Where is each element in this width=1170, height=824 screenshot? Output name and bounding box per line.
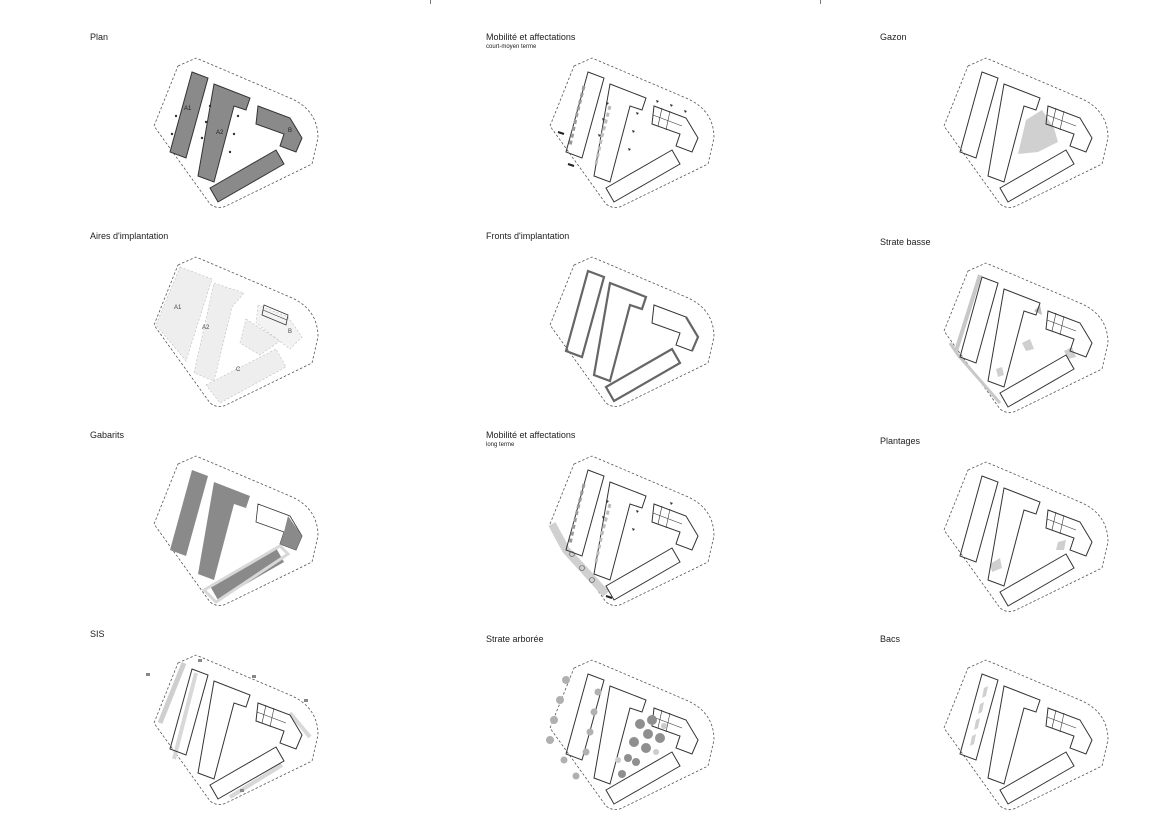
panel-mobilite-court: Mobilité et affectations court-moyen ter… [486,32,816,222]
svg-text:C: C [236,367,241,373]
panel-title: SIS [90,629,105,639]
panel-title: Plan [90,32,109,42]
mobilite-court-map [536,46,736,216]
panel-aires: Aires d'implantation A1 A2 B C [90,231,420,421]
plan-map: A1 A2 B [140,46,340,216]
panel-fronts: Fronts d'implantation [486,231,816,421]
strate-arboree-map [546,648,736,818]
gabarits-map [140,444,340,614]
aires-map: A1 A2 B C [140,245,340,415]
panel-bacs: Bacs [880,634,1170,824]
panel-strate-basse: Strate basse [880,237,1170,427]
svg-text:A1: A1 [184,106,192,112]
svg-text:B: B [288,128,292,134]
panel-title: Strate basse [880,237,931,247]
panel-sis: SIS [90,629,420,819]
panel-title: Gabarits [90,430,125,440]
gazon-map [930,46,1130,216]
panel-title: Fronts d'implantation [486,231,570,241]
panel-title: Plantages [880,436,921,446]
svg-text:A2: A2 [202,325,210,331]
strate-basse-map [930,251,1130,421]
panel-title: Bacs [880,634,901,644]
panel-title: Mobilité et affectations [486,430,576,440]
panel-gazon: Gazon [880,32,1170,222]
panel-plan: Plan A1 A2 B [90,32,420,222]
plantages-map [930,450,1130,620]
fronts-map [536,245,736,415]
panel-gabarits: Gabarits [90,430,420,620]
panel-title: Mobilité et affectations [486,32,576,42]
edge-tick [430,0,431,4]
panel-subtitle: long terme [486,442,515,448]
edge-tick [820,0,821,4]
panel-title: Strate arborée [486,634,544,644]
svg-text:A2: A2 [216,130,224,136]
panel-mobilite-long: Mobilité et affectations long terme [486,430,816,620]
panel-title: Gazon [880,32,907,42]
panel-plantages: Plantages [880,436,1170,626]
bacs-map [930,648,1130,818]
panel-strate-arboree: Strate arborée [486,634,816,824]
panel-title: Aires d'implantation [90,231,169,241]
svg-text:A1: A1 [174,305,182,311]
sis-map [146,643,340,813]
panel-subtitle: court-moyen terme [486,44,537,50]
svg-text:B: B [288,329,292,335]
mobilite-long-map [548,444,736,614]
